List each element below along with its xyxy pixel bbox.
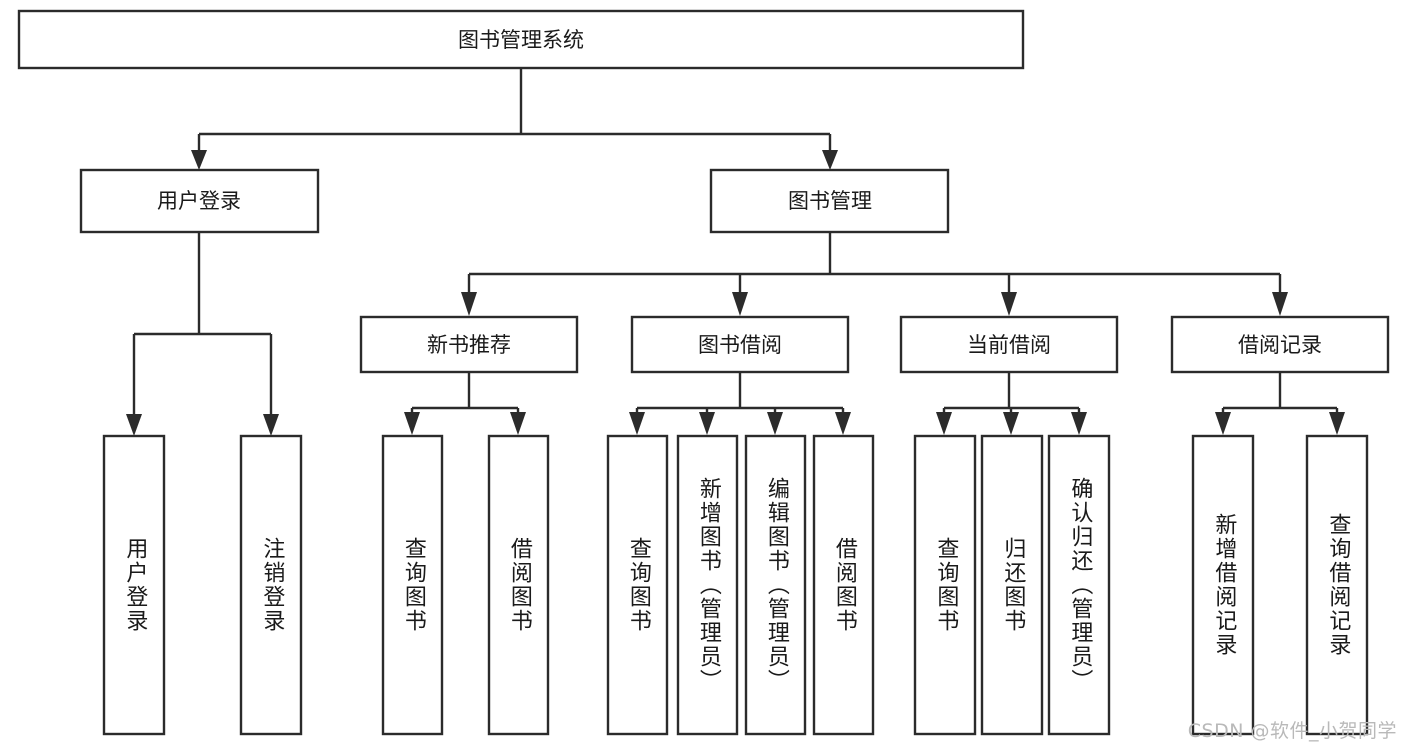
node-leaf-borrow-book-2[interactable] bbox=[812, 434, 875, 736]
node-leaf-borrow-book-1-label: 借阅图书 bbox=[506, 537, 532, 633]
arrow-head-leaf-query-book-1 bbox=[404, 412, 420, 435]
node-leaf-add-book-label: 新增图书（管理员） bbox=[695, 477, 721, 693]
node-leaf-query-book-2-label: 查询图书 bbox=[625, 537, 651, 633]
node-leaf-edit-book[interactable] bbox=[744, 434, 807, 736]
arrow-head-leaf-confirm-return bbox=[1071, 412, 1087, 435]
node-leaf-query-book-2[interactable] bbox=[606, 434, 669, 736]
node-leaf-borrow-book-2-label: 借阅图书 bbox=[831, 537, 857, 633]
node-new-book-recommend-label: 新书推荐 bbox=[427, 333, 511, 357]
arrow-head-leaf-query-book-2 bbox=[629, 412, 645, 435]
node-leaf-query-book-3[interactable] bbox=[913, 434, 977, 736]
arrow-head-leaf-query-record bbox=[1329, 412, 1345, 435]
node-leaf-query-record[interactable] bbox=[1305, 434, 1369, 736]
arrow-head-user-login bbox=[191, 150, 207, 170]
connector-layer bbox=[126, 68, 1345, 436]
node-book-manage-label: 图书管理 bbox=[788, 189, 872, 213]
node-leaf-return-book[interactable] bbox=[980, 434, 1044, 736]
node-leaf-add-record-label: 新增借阅记录 bbox=[1211, 513, 1237, 657]
node-leaf-confirm-return-label: 确认归还（管理员） bbox=[1067, 477, 1093, 693]
arrow-head-leaf-return-book bbox=[1003, 412, 1019, 435]
node-current-borrow[interactable] bbox=[899, 315, 1119, 374]
node-borrow-record-label: 借阅记录 bbox=[1238, 333, 1322, 357]
arrow-head-leaf-add-book bbox=[699, 412, 715, 435]
arrow-head-leaf-borrow-book-2 bbox=[835, 412, 851, 435]
node-leaf-logout-login[interactable] bbox=[239, 434, 303, 736]
arrow-head-leaf-add-record bbox=[1215, 412, 1231, 435]
node-leaf-logout-login-label: 注销登录 bbox=[259, 537, 285, 633]
node-current-borrow-label: 当前借阅 bbox=[967, 333, 1051, 357]
node-user-login[interactable] bbox=[79, 168, 320, 234]
node-book-borrow[interactable] bbox=[630, 315, 850, 374]
node-leaf-query-book-1-label: 查询图书 bbox=[400, 537, 426, 633]
node-leaf-add-record[interactable] bbox=[1191, 434, 1255, 736]
arrow-head-book-manage bbox=[822, 150, 838, 170]
node-book-manage[interactable] bbox=[709, 168, 950, 234]
arrow-head-current-borrow bbox=[1001, 292, 1017, 316]
node-leaf-borrow-book-1[interactable] bbox=[487, 434, 550, 736]
node-borrow-record[interactable] bbox=[1170, 315, 1390, 374]
arrow-head-new-book-recommend bbox=[461, 292, 477, 316]
arrow-head-leaf-borrow-book-1 bbox=[510, 412, 526, 435]
arrow-head-leaf-logout-login bbox=[263, 414, 279, 436]
node-root[interactable] bbox=[17, 9, 1025, 70]
node-leaf-edit-book-label: 编辑图书（管理员） bbox=[763, 477, 789, 693]
node-leaf-confirm-return[interactable] bbox=[1047, 434, 1111, 736]
node-leaf-query-record-label: 查询借阅记录 bbox=[1325, 513, 1351, 657]
arrow-head-leaf-edit-book bbox=[767, 412, 783, 435]
arrow-head-borrow-record bbox=[1272, 292, 1288, 316]
node-layer: 图书管理系统 用户登录 图书管理 新书推荐 图书借阅 当前借阅 借阅记录 bbox=[17, 9, 1390, 736]
arrow-head-leaf-query-book-3 bbox=[936, 412, 952, 435]
node-leaf-add-book[interactable] bbox=[676, 434, 739, 736]
node-leaf-query-book-1[interactable] bbox=[381, 434, 444, 736]
node-user-login-label: 用户登录 bbox=[157, 189, 241, 213]
node-leaf-user-login[interactable] bbox=[102, 434, 166, 736]
node-leaf-user-login-label: 用户登录 bbox=[122, 537, 148, 633]
node-book-borrow-label: 图书借阅 bbox=[698, 333, 782, 357]
node-root-label: 图书管理系统 bbox=[458, 28, 584, 52]
node-leaf-query-book-3-label: 查询图书 bbox=[933, 537, 959, 633]
arrow-head-leaf-user-login bbox=[126, 414, 142, 436]
node-leaf-return-book-label: 归还图书 bbox=[1000, 537, 1026, 633]
arrow-head-book-borrow bbox=[732, 292, 748, 316]
node-new-book-recommend[interactable] bbox=[359, 315, 579, 374]
